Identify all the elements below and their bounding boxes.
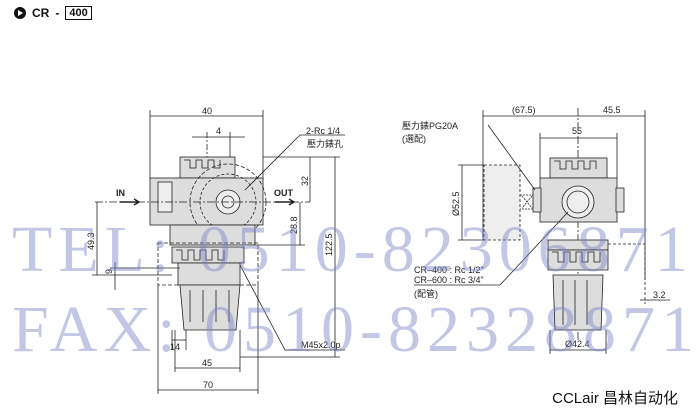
dim-9: 9	[104, 269, 114, 274]
thread-label: M45x2.0p	[301, 340, 341, 350]
dim-55: 55	[572, 126, 582, 136]
watermark-tel: TEL: 0510-82306871	[12, 213, 694, 286]
dim-28-8: 28.8	[289, 216, 299, 234]
dim-45: 45	[202, 358, 212, 368]
play-circle-icon	[14, 7, 26, 19]
series-label: CR	[32, 6, 50, 20]
dim-70: 70	[203, 380, 213, 390]
pipe-note: (配管)	[414, 288, 438, 299]
pipe-spec-400: CR–400 : Rc 1/2"	[414, 265, 484, 275]
left-view	[92, 110, 345, 394]
dim-14: 14	[170, 342, 180, 352]
series-dash: -	[55, 6, 60, 20]
right-view	[414, 108, 670, 354]
dim-67-5: (67.5)	[512, 105, 536, 115]
dim-3-2: 3.2	[653, 290, 666, 300]
dim-40: 40	[202, 106, 212, 116]
dim-122-5: 122.5	[324, 233, 334, 256]
port-note: 壓力錶孔	[307, 138, 343, 149]
dim-32: 32	[300, 176, 310, 186]
dim-dia-52-5: Ø52.5	[451, 191, 461, 216]
model-number-box: 400	[65, 6, 92, 20]
pipe-spec-600: CR–600 : Rc 3/4"	[414, 275, 484, 285]
brand-label: CCLair 昌林自动化	[552, 390, 678, 407]
dim-4: 4	[216, 126, 221, 136]
in-label: IN	[116, 188, 125, 198]
port-label: 2-Rc 1/4	[306, 126, 340, 136]
model-header: CR - 400	[14, 6, 92, 20]
out-label: OUT	[274, 188, 294, 198]
gauge-note: (選配)	[402, 134, 426, 144]
dim-49-3: 49.3	[86, 232, 96, 250]
watermark-fax: FAX: 0510-82328871	[12, 293, 700, 366]
dim-dia-42-4: Ø42.4	[565, 339, 590, 349]
dim-45-5: 45.5	[603, 105, 621, 115]
gauge-label: 壓力錶PG20A	[402, 120, 458, 131]
